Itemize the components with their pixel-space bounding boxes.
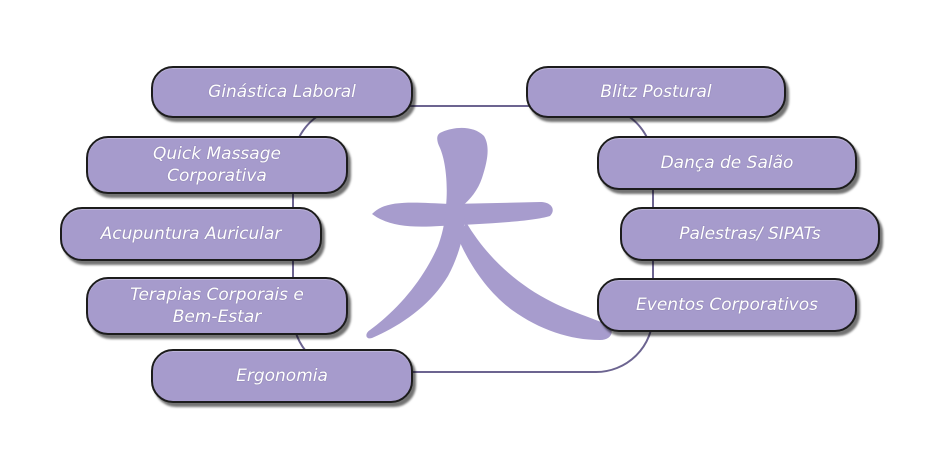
service-palestras-sipats[interactable]: Palestras/ SIPATs xyxy=(620,207,880,261)
service-label: Ergonomia xyxy=(236,366,328,386)
service-danca-de-salao[interactable]: Dança de Salão xyxy=(597,136,857,190)
service-eventos-corporativos[interactable]: Eventos Corporativos xyxy=(597,278,857,332)
service-label: Acupuntura Auricular xyxy=(100,224,282,244)
service-label: Eventos Corporativos xyxy=(636,295,818,315)
service-ergonomia[interactable]: Ergonomia xyxy=(151,349,413,403)
service-acupuntura-auricular[interactable]: Acupuntura Auricular xyxy=(60,207,322,261)
service-label: Quick Massage Corporativa xyxy=(153,144,281,186)
service-label: Terapias Corporais e Bem-Estar xyxy=(130,285,304,327)
service-quick-massage[interactable]: Quick Massage Corporativa xyxy=(86,136,348,194)
service-blitz-postural[interactable]: Blitz Postural xyxy=(526,66,786,118)
service-label: Ginástica Laboral xyxy=(208,82,356,102)
service-label: Blitz Postural xyxy=(600,82,712,102)
service-label: Palestras/ SIPATs xyxy=(679,224,821,244)
service-ginastica-laboral[interactable]: Ginástica Laboral xyxy=(151,66,413,118)
service-terapias-corporais[interactable]: Terapias Corporais e Bem-Estar xyxy=(86,277,348,335)
service-label: Dança de Salão xyxy=(660,153,794,173)
